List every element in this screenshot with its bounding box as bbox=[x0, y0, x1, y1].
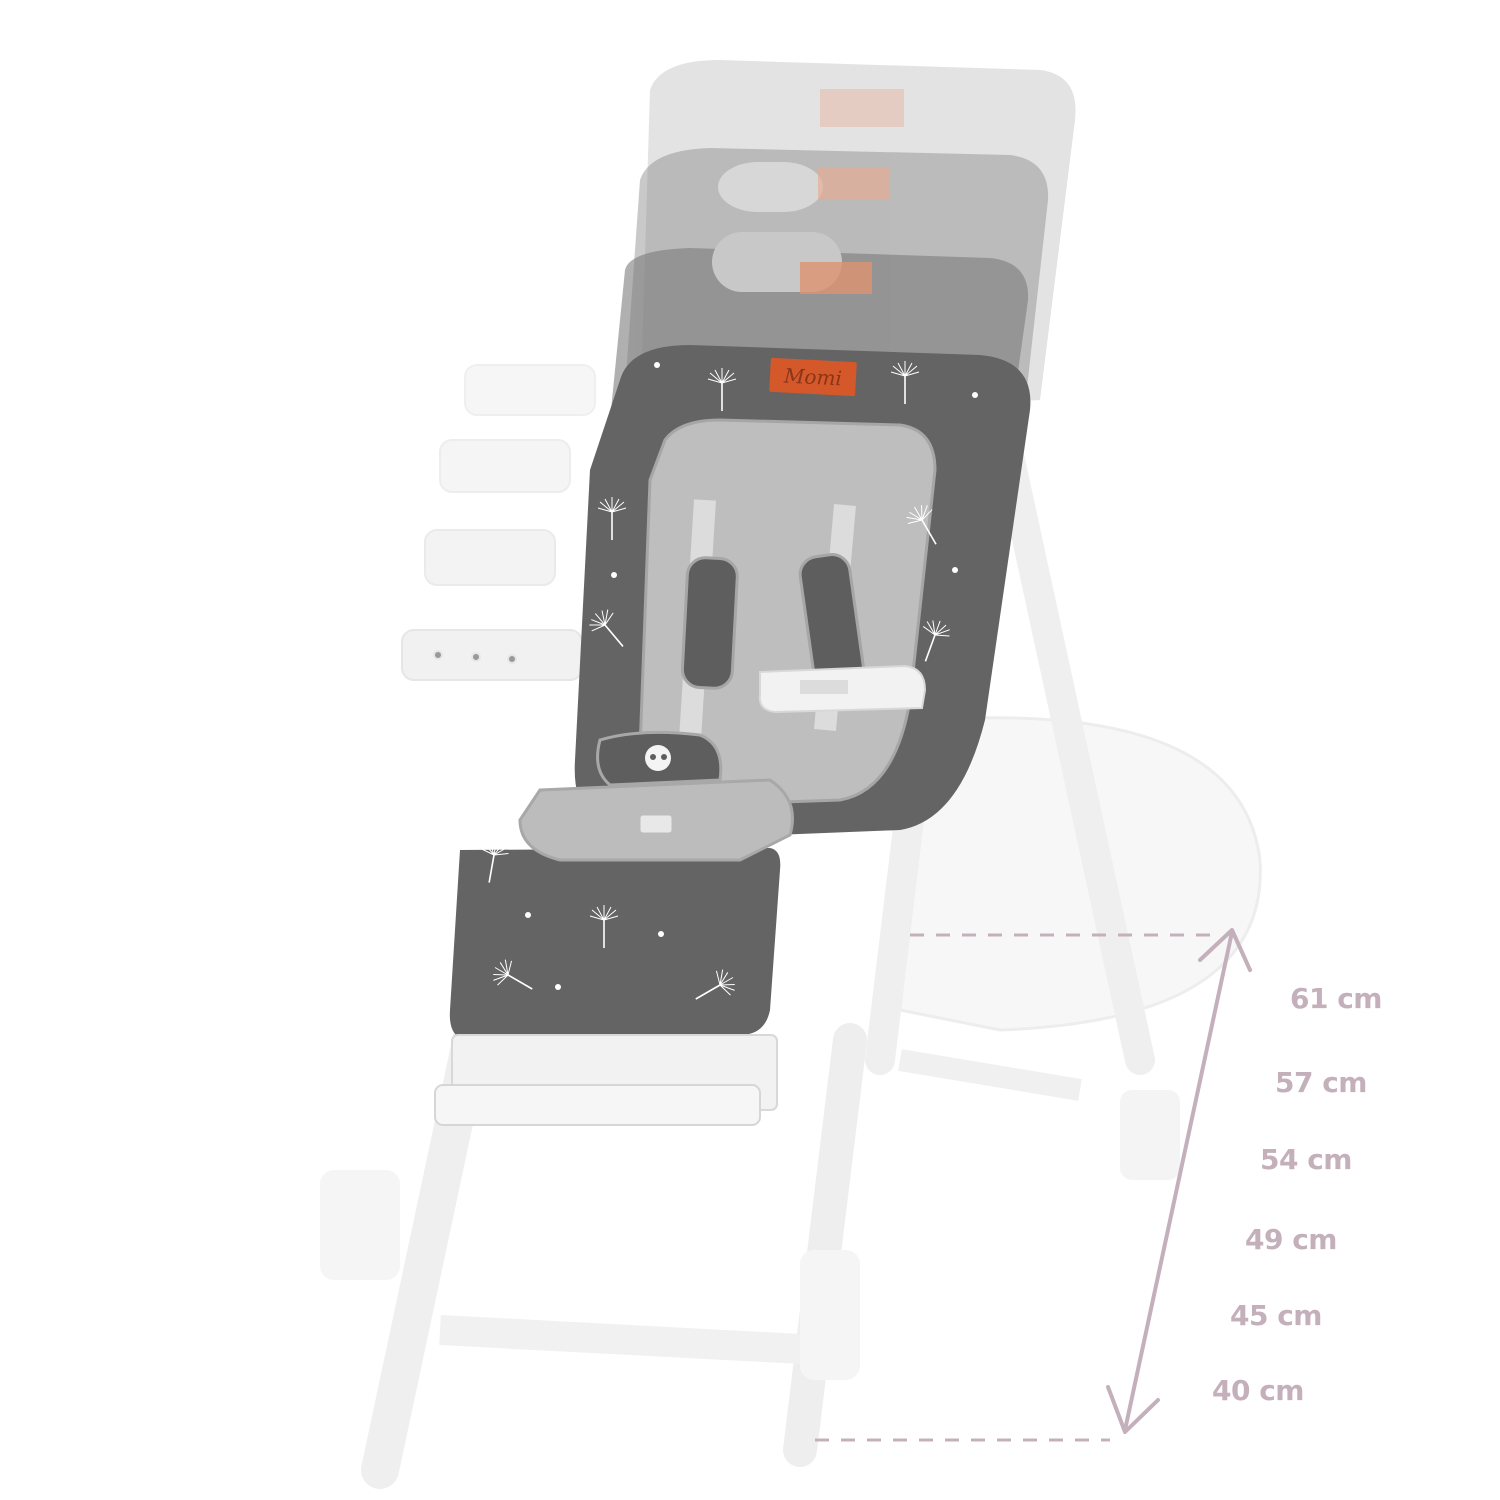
brand-tag-ghost-3 bbox=[800, 262, 872, 294]
height-label-45cm: 45 cm bbox=[1230, 1299, 1323, 1332]
height-label-54cm: 54 cm bbox=[1260, 1143, 1353, 1176]
seat-cushion bbox=[449, 730, 794, 1040]
footrest bbox=[434, 1034, 778, 1126]
height-measurement-arrow bbox=[815, 928, 1252, 1442]
chair-frame-ghost bbox=[320, 445, 1262, 1489]
armrest-right bbox=[758, 664, 927, 714]
brand-tag-ghost-1 bbox=[820, 89, 904, 127]
brand-tag-ghost-2 bbox=[818, 168, 890, 200]
height-label-49cm: 49 cm bbox=[1245, 1223, 1338, 1256]
brand-tag-momi: Momi bbox=[769, 357, 857, 397]
armrest-ghosts bbox=[401, 364, 596, 681]
height-label-40cm: 40 cm bbox=[1212, 1374, 1305, 1407]
height-label-57cm: 57 cm bbox=[1275, 1066, 1368, 1099]
height-label-61cm: 61 cm bbox=[1290, 982, 1383, 1015]
